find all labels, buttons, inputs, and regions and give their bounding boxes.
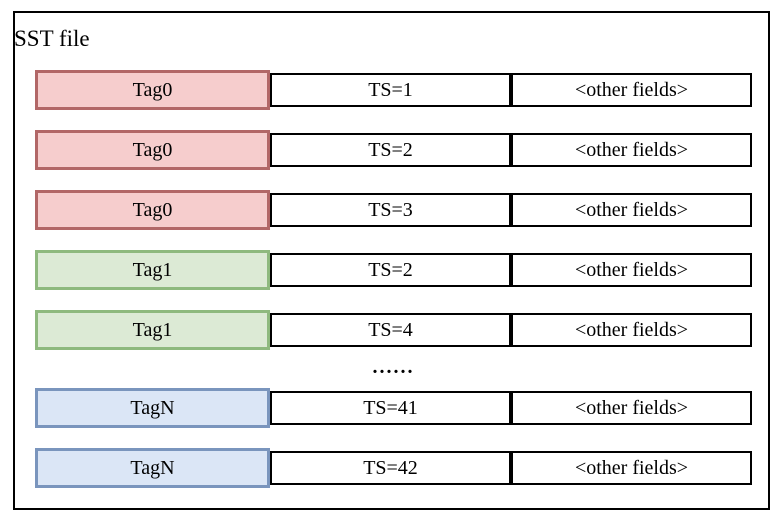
other-fields-cell: <other fields> [511, 73, 752, 107]
record-row: Tag0 TS=2 <other fields> [35, 130, 752, 170]
other-fields-cell: <other fields> [511, 193, 752, 227]
record-row: Tag0 TS=3 <other fields> [35, 190, 752, 230]
ellipsis-indicator: ...... [372, 355, 415, 378]
timestamp-cell: TS=1 [270, 73, 511, 107]
timestamp-cell: TS=42 [270, 451, 511, 485]
other-fields-cell: <other fields> [511, 391, 752, 425]
tag-cell: Tag0 [35, 70, 270, 110]
timestamp-cell: TS=4 [270, 313, 511, 347]
sst-file-label: SST file [14, 26, 90, 51]
other-fields-cell: <other fields> [511, 133, 752, 167]
tag-cell: Tag0 [35, 130, 270, 170]
record-row: Tag1 TS=4 <other fields> [35, 310, 752, 350]
tag-cell: TagN [35, 448, 270, 488]
other-fields-cell: <other fields> [511, 313, 752, 347]
record-row: TagN TS=41 <other fields> [35, 388, 752, 428]
tag-cell: Tag1 [35, 310, 270, 350]
tag-cell: Tag0 [35, 190, 270, 230]
record-row: Tag0 TS=1 <other fields> [35, 70, 752, 110]
record-row: TagN TS=42 <other fields> [35, 448, 752, 488]
other-fields-cell: <other fields> [511, 451, 752, 485]
timestamp-cell: TS=41 [270, 391, 511, 425]
other-fields-cell: <other fields> [511, 253, 752, 287]
timestamp-cell: TS=2 [270, 133, 511, 167]
timestamp-cell: TS=3 [270, 193, 511, 227]
tag-cell: TagN [35, 388, 270, 428]
record-row: Tag1 TS=2 <other fields> [35, 250, 752, 290]
tag-cell: Tag1 [35, 250, 270, 290]
timestamp-cell: TS=2 [270, 253, 511, 287]
